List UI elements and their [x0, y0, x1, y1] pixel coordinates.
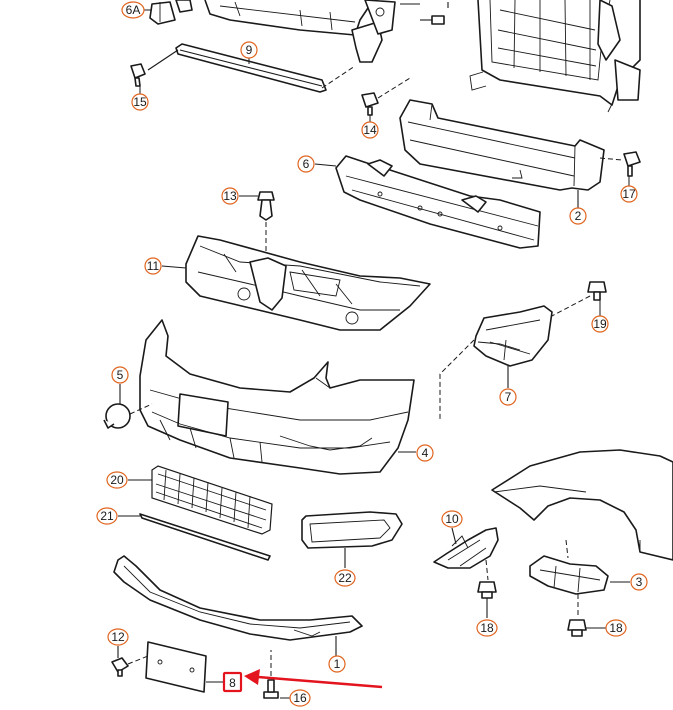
part-22-fog-cover — [301, 511, 403, 568]
part-1-lower-spoiler — [113, 555, 363, 656]
svg-text:1: 1 — [334, 657, 341, 671]
svg-text:18: 18 — [609, 621, 623, 635]
upper-carrier — [204, 0, 420, 63]
callout-12: 12 — [107, 628, 129, 646]
part-11-grille-housing — [161, 235, 431, 331]
callout-8-highlighted: 8 — [222, 671, 243, 693]
screw-12 — [111, 646, 149, 677]
svg-text:14: 14 — [363, 123, 377, 137]
screw-15 — [130, 63, 146, 87]
svg-text:8: 8 — [229, 676, 236, 690]
svg-text:22: 22 — [338, 571, 352, 585]
svg-text:16: 16 — [293, 691, 307, 705]
callout-17: 17 — [620, 176, 638, 203]
screw-top — [420, 2, 449, 25]
svg-text:12: 12 — [111, 630, 125, 644]
part-10-bracket — [433, 527, 499, 581]
callout-21: 21 — [96, 507, 118, 525]
part-8-license-plate-bracket — [145, 641, 224, 693]
clip-19 — [547, 281, 607, 319]
svg-text:3: 3 — [636, 575, 643, 589]
callout-4: 4 — [416, 444, 434, 462]
callout-6: 6 — [297, 155, 337, 173]
part-4-bumper-cover — [139, 319, 416, 475]
svg-text:15: 15 — [133, 95, 147, 109]
svg-text:17: 17 — [622, 187, 636, 201]
callout-1: 1 — [328, 655, 346, 673]
svg-text:2: 2 — [575, 209, 582, 223]
screw-17 — [623, 151, 641, 177]
clip-13 — [257, 191, 275, 252]
svg-text:11: 11 — [147, 259, 160, 273]
nut-18-right — [567, 619, 606, 637]
callout-2: 2 — [569, 207, 587, 225]
part-7-bracket — [439, 305, 553, 420]
part-2-reinforcement-beam — [399, 99, 623, 210]
callout-20: 20 — [106, 471, 128, 489]
part-3-bracket — [529, 539, 630, 618]
callout-7: 7 — [499, 388, 517, 406]
svg-text:6: 6 — [303, 157, 310, 171]
callout-18-right: 18 — [605, 619, 627, 637]
part-21-trim-strip — [118, 513, 271, 561]
svg-text:20: 20 — [110, 473, 124, 487]
callout-3: 3 — [630, 573, 648, 591]
screw-14 — [361, 77, 411, 116]
callout-6A: 6A — [121, 1, 152, 19]
svg-text:10: 10 — [445, 512, 459, 526]
bracket-6a — [149, 0, 193, 25]
svg-text:6A: 6A — [126, 3, 141, 17]
svg-text:18: 18 — [480, 621, 494, 635]
nut-18-left — [477, 581, 497, 618]
callout-5: 5 — [111, 366, 129, 384]
part-6-energy-absorber — [335, 155, 541, 249]
svg-text:21: 21 — [100, 509, 114, 523]
fender — [491, 449, 673, 561]
callout-11: 11 — [144, 257, 162, 275]
part-9-trim-strip — [147, 43, 356, 93]
callout-19: 19 — [591, 300, 609, 333]
svg-text:19: 19 — [593, 317, 607, 331]
svg-text:5: 5 — [117, 368, 124, 382]
highlight-arrow — [244, 669, 383, 689]
svg-text:4: 4 — [422, 446, 429, 460]
callout-22: 22 — [334, 569, 356, 587]
callout-13: 13 — [221, 187, 258, 205]
svg-text:7: 7 — [505, 390, 512, 404]
svg-text:9: 9 — [246, 43, 253, 57]
callout-10: 10 — [441, 510, 463, 528]
callout-14: 14 — [361, 115, 379, 139]
callout-16: 16 — [280, 689, 311, 707]
callout-18-left: 18 — [476, 619, 498, 637]
part-5-tow-cap — [103, 384, 153, 429]
callout-9: 9 — [240, 41, 258, 64]
callout-15: 15 — [131, 86, 149, 111]
svg-text:13: 13 — [223, 189, 237, 203]
part-20-lower-grille — [128, 465, 273, 535]
bolt-16 — [263, 650, 279, 699]
radiator-frame — [469, 0, 641, 113]
